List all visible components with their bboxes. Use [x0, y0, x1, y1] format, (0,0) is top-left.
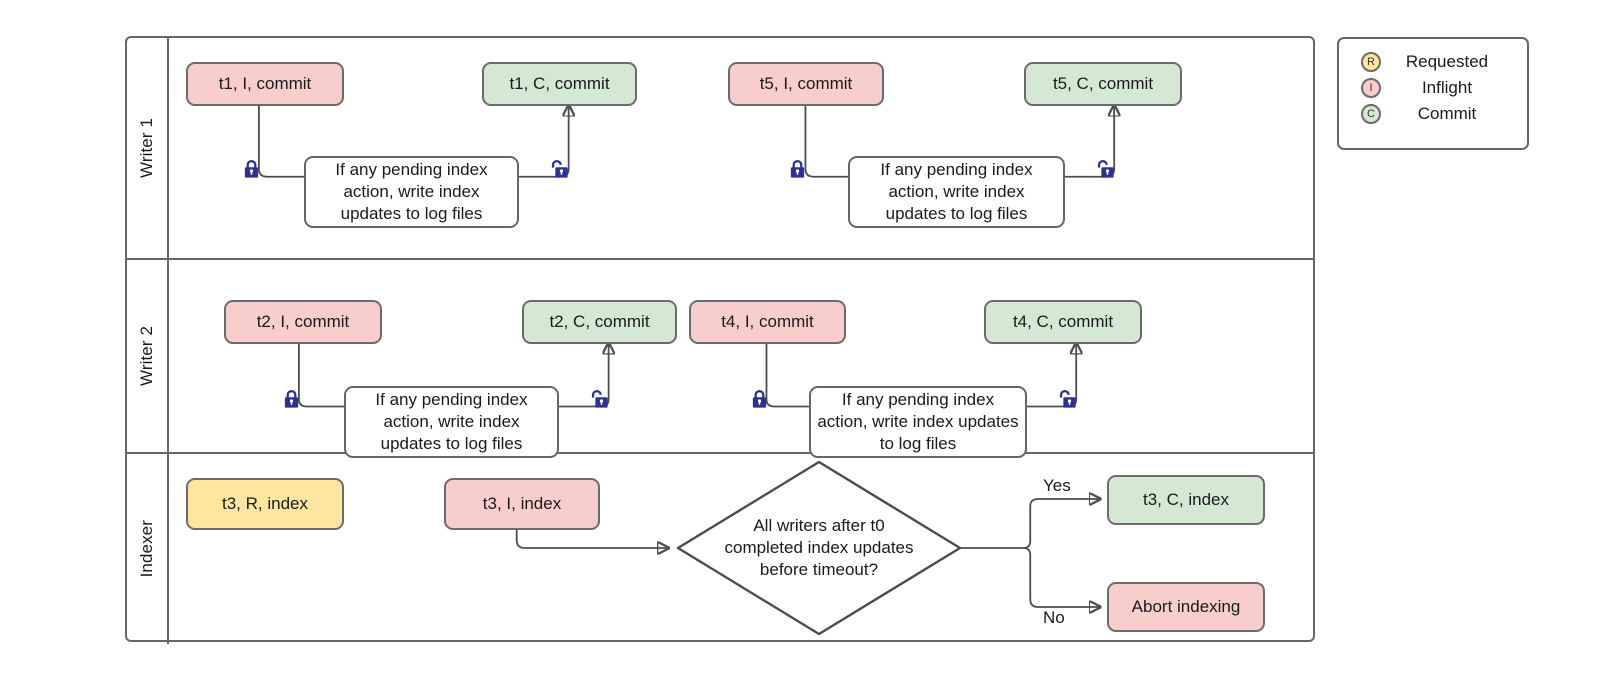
swimlane-indexer: Indexer: [127, 454, 1313, 644]
legend-item-inflight: I Inflight: [1339, 75, 1527, 101]
lock-closed-icon: [788, 159, 807, 179]
lock-closed-icon: [242, 159, 261, 179]
swimlane-body-writer-1: t1, I, commit If any pending index actio…: [169, 38, 1313, 258]
legend-badge-commit-icon: C: [1361, 104, 1381, 124]
lock-open-icon: [550, 159, 569, 179]
lock-open-icon: [590, 389, 609, 409]
swimlane-label-indexer: Indexer: [137, 520, 156, 578]
edge-label-yes: Yes: [1043, 476, 1071, 495]
node-t3-commit-index[interactable]: t3, C, index: [1107, 475, 1265, 525]
swimlane-body-writer-2: t2, I, commit If any pending index actio…: [169, 260, 1313, 458]
node-t5-commit-commit[interactable]: t5, C, commit: [1024, 62, 1182, 106]
swimlane-writer-2: Writer 2 t2, I, commit If any pending in…: [127, 260, 1313, 458]
lock-open-icon: [1058, 389, 1077, 409]
legend-label-inflight: Inflight: [1421, 78, 1473, 97]
node-t1-inflight-commit[interactable]: t1, I, commit: [186, 62, 344, 106]
legend-badge-requested-icon: R: [1361, 52, 1381, 72]
edge-label-no: No: [1043, 608, 1065, 627]
node-writer2-index-write-1[interactable]: If any pending index action, write index…: [344, 386, 559, 458]
decision-all-writers-completed[interactable]: All writers after t0 completed index upd…: [675, 459, 963, 637]
node-t2-commit-commit[interactable]: t2, C, commit: [522, 300, 677, 344]
swimlane-header-indexer: Indexer: [127, 454, 169, 644]
swimlane-body-indexer: t3, R, index t3, I, index All writers af…: [169, 454, 1313, 644]
node-t5-inflight-commit[interactable]: t5, I, commit: [728, 62, 884, 106]
node-t1-commit-commit[interactable]: t1, C, commit: [482, 62, 637, 106]
legend-item-requested: R Requested: [1339, 49, 1527, 75]
lock-closed-icon: [750, 389, 769, 409]
node-abort-indexing[interactable]: Abort indexing: [1107, 582, 1265, 632]
swimlane-writer-1: Writer 1: [127, 38, 1313, 260]
writer-2-connectors: [297, 341, 1313, 452]
legend-item-commit: C Commit: [1339, 101, 1527, 127]
node-t4-commit-commit[interactable]: t4, C, commit: [984, 300, 1142, 344]
legend-badge-inflight-icon: I: [1361, 78, 1381, 98]
node-t2-inflight-commit[interactable]: t2, I, commit: [224, 300, 382, 344]
lock-open-icon: [1096, 159, 1115, 179]
swimlane-pool: Writer 1: [125, 36, 1315, 644]
node-writer1-index-write-1[interactable]: If any pending index action, write index…: [304, 156, 519, 228]
node-writer2-index-write-2[interactable]: If any pending index action, write index…: [809, 386, 1027, 458]
legend-label-commit: Commit: [1417, 104, 1477, 123]
node-t3-inflight-index[interactable]: t3, I, index: [444, 478, 600, 530]
swimlane-label-writer-2: Writer 2: [137, 326, 156, 386]
swimlane-label-writer-1: Writer 1: [137, 118, 156, 178]
legend-label-requested: Requested: [1405, 52, 1489, 71]
legend-panel: R Requested I Inflight C Commit: [1337, 37, 1529, 150]
node-t3-requested-index[interactable]: t3, R, index: [186, 478, 344, 530]
lock-closed-icon: [282, 389, 301, 409]
swimlane-header-writer-2: Writer 2: [127, 260, 169, 452]
node-writer1-index-write-2[interactable]: If any pending index action, write index…: [848, 156, 1065, 228]
node-t4-inflight-commit[interactable]: t4, I, commit: [689, 300, 846, 344]
swimlane-header-writer-1: Writer 1: [127, 38, 169, 258]
